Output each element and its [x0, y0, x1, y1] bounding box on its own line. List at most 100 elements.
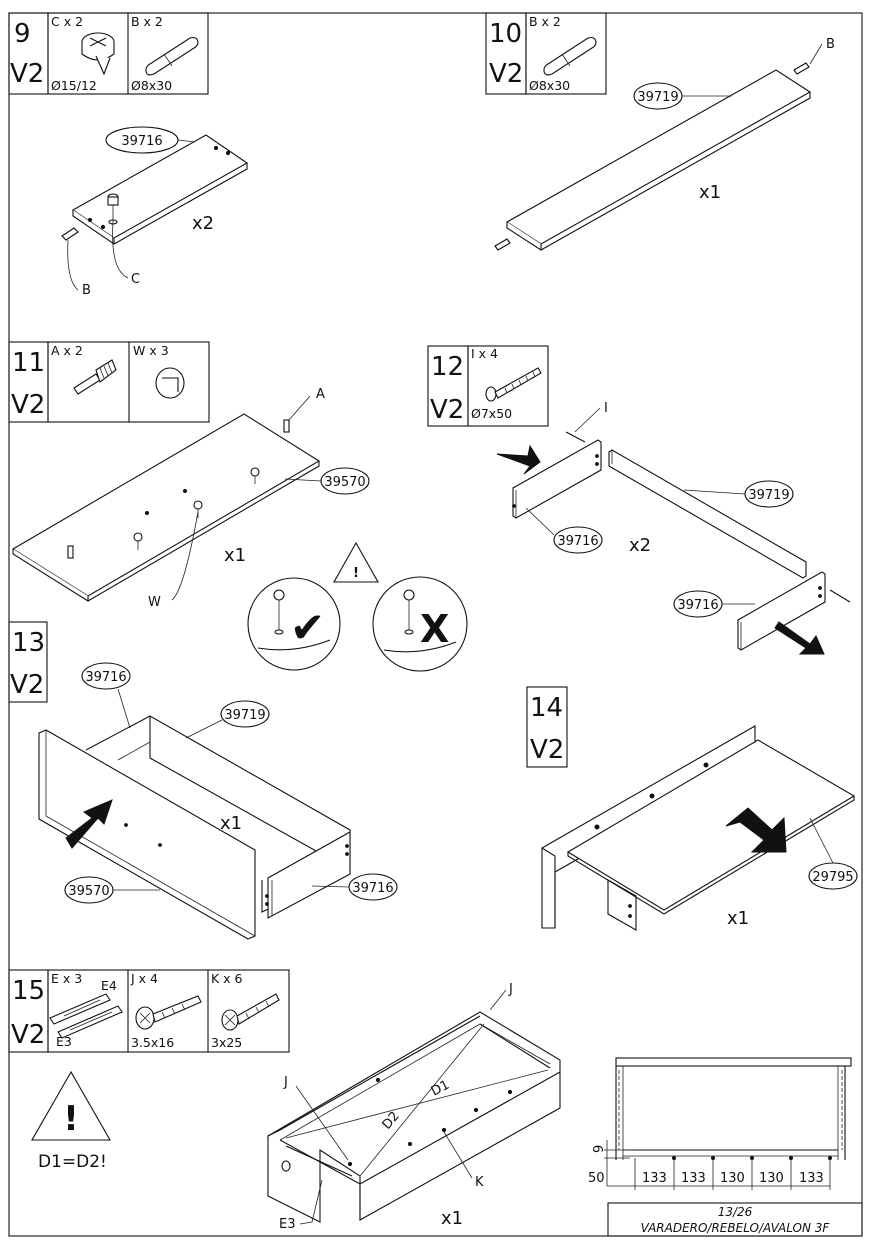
step-badge: 14 V2 — [526, 686, 568, 768]
step-10: 10 V2 B x 2 Ø8x30 B 39719 x1 — [485, 12, 835, 252]
warning-icon — [333, 541, 379, 583]
step-variant: V2 — [10, 670, 44, 700]
letter-J: J — [283, 1075, 288, 1090]
parts-box — [467, 345, 549, 427]
step-number: 14 — [530, 693, 563, 723]
svg-text:29795: 29795 — [812, 870, 853, 885]
step-11: 11 V2 A x 2 W x 3 — [8, 341, 370, 610]
svg-text:39716: 39716 — [677, 598, 718, 613]
part-label: I x 4 — [471, 346, 498, 361]
dowel-part — [61, 227, 79, 241]
part-callout — [220, 700, 270, 728]
quantity: x1 — [220, 813, 242, 834]
letter-C: C — [131, 272, 140, 287]
step-badge: 13 V2 — [8, 621, 48, 703]
step-number: 15 — [12, 976, 45, 1006]
cross-icon: X — [420, 607, 449, 651]
confirmat-screw-icon — [485, 367, 542, 402]
part-label: W x 3 — [133, 343, 169, 358]
cam-bolt-icon — [73, 359, 117, 395]
part-callout — [553, 526, 603, 554]
step-variant: V2 — [11, 390, 45, 420]
wood-dowel-icon — [543, 36, 597, 76]
step-15: 15 V2 E x 3 E4 E3 J x 4 3.5x16 K x 6 3x2… — [8, 969, 852, 1232]
part-callout — [81, 662, 131, 690]
part-spec: Ø8x30 — [529, 78, 570, 93]
drawer-front-39570 — [38, 729, 256, 940]
svg-text:39719: 39719 — [748, 488, 789, 503]
back-panel-39719 — [608, 449, 807, 579]
dimension-label: 50 — [588, 1171, 605, 1186]
shelf-supports — [133, 467, 260, 550]
step-number: 11 — [12, 348, 45, 378]
step-number: 10 — [489, 19, 522, 49]
step-14: 14 V2 29795 x1 — [526, 686, 858, 931]
part-label: A x 2 — [51, 343, 83, 358]
screw-icon — [135, 995, 202, 1030]
part-label: B x 2 — [529, 14, 561, 29]
step-badge: 12 V2 — [427, 345, 469, 427]
svg-text:39719: 39719 — [224, 708, 265, 723]
svg-text:39719: 39719 — [637, 90, 678, 105]
support-warning: ! ✔ X — [247, 541, 468, 672]
step-12: 12 V2 I x 4 Ø7x50 — [427, 345, 851, 655]
svg-text:39716: 39716 — [352, 881, 393, 896]
drawer-bottom-29795 — [566, 739, 856, 915]
step-variant: V2 — [11, 1020, 45, 1050]
step-number: 9 — [14, 19, 31, 49]
step-9: 9 V2 C x 2 Ø15/12 B x 2 Ø8x30 — [8, 12, 249, 298]
quantity: x2 — [192, 213, 214, 234]
svg-text:39716: 39716 — [121, 134, 162, 149]
svg-text:39570: 39570 — [68, 884, 109, 899]
wood-dowel-icon — [145, 36, 199, 76]
check-icon: ✔ — [290, 603, 325, 652]
drawer-box — [85, 715, 351, 919]
svg-text:39570: 39570 — [324, 475, 365, 490]
step-number: 13 — [12, 628, 45, 658]
letter-J: J — [508, 982, 513, 997]
cam-lock-icon — [81, 32, 115, 76]
cam-bolts — [67, 419, 290, 559]
page-footer: 13/26 VARADERO/REBELO/AVALON 3F — [607, 1202, 863, 1237]
part-spec: 3x25 — [211, 1035, 242, 1050]
step-variant: V2 — [530, 735, 564, 765]
runner-position-drawing: 9 50 133 133 130 130 133 — [588, 1057, 852, 1190]
step-13: 13 V2 39716 39719 39570 — [8, 621, 398, 940]
panel-39570 — [11, 413, 321, 602]
shelf-support-icon — [155, 367, 185, 399]
svg-text:!: ! — [63, 1099, 79, 1139]
product-title: VARADERO/REBELO/AVALON 3F — [641, 1221, 831, 1235]
cabinet-body — [267, 1011, 561, 1223]
letter-W: W — [148, 595, 161, 610]
dimension-label: 133 — [681, 1171, 706, 1186]
parts-box — [525, 12, 607, 95]
part-label: K x 6 — [211, 971, 243, 986]
push-arrow-icon — [774, 621, 825, 655]
part-label: J x 4 — [130, 971, 158, 986]
part-label: C x 2 — [51, 14, 83, 29]
push-arrow-icon — [496, 444, 541, 475]
part-label: B x 2 — [131, 14, 163, 29]
step-variant: V2 — [10, 59, 44, 89]
push-arrow-icon — [65, 799, 113, 849]
part-spec: 3.5x16 — [131, 1035, 174, 1050]
svg-text:!: ! — [353, 566, 359, 581]
quantity: x1 — [441, 1208, 463, 1229]
parts-box — [47, 969, 290, 1053]
dimension-label: 133 — [642, 1171, 667, 1186]
screws — [565, 431, 851, 603]
step-variant: V2 — [489, 59, 523, 89]
dowel-part — [494, 238, 511, 251]
push-arrow-icon — [725, 807, 787, 853]
diagonal-note: D1=D2! — [38, 1152, 107, 1172]
quantity: x1 — [224, 545, 246, 566]
step-variant: V2 — [430, 395, 464, 425]
letter-B: B — [82, 283, 91, 298]
side-panel-left — [512, 439, 602, 519]
step-badge: 9 V2 — [8, 12, 49, 95]
letter-K: K — [475, 1175, 484, 1190]
letter-B: B — [826, 37, 835, 52]
dimension-label: 130 — [720, 1171, 745, 1186]
runner-label-e4: E4 — [101, 978, 117, 993]
